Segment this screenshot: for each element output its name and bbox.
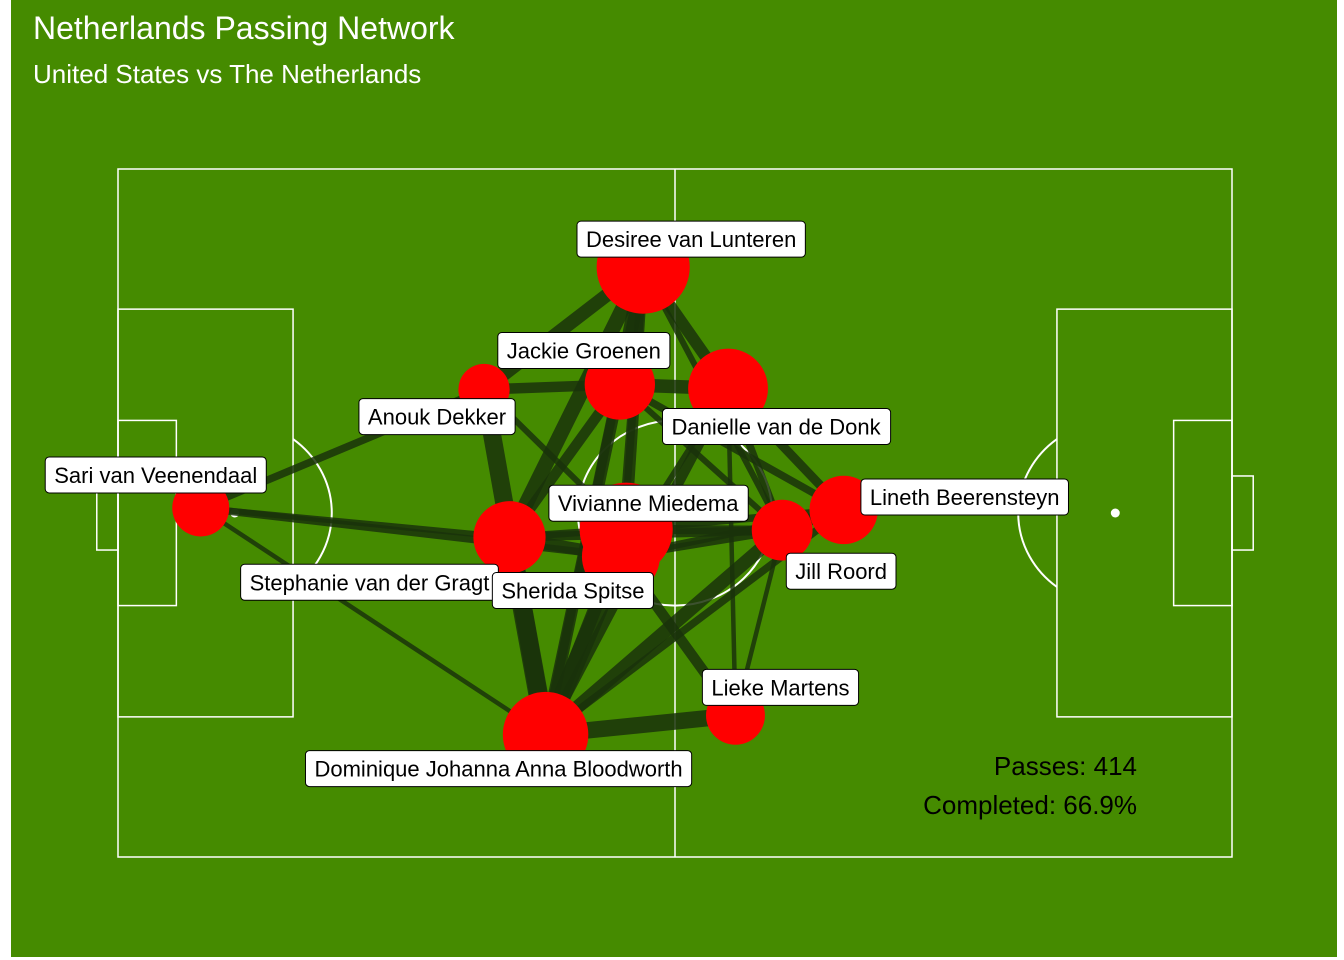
completed-stat: Completed: 66.9%: [923, 790, 1137, 820]
label-box: [548, 484, 749, 522]
label-box: [576, 220, 806, 258]
label-box: [661, 408, 892, 446]
label-box: [785, 552, 897, 590]
player-label: Vivianne Miedema: [548, 484, 749, 522]
chart-subtitle: United States vs The Netherlands: [33, 59, 422, 89]
player-node: [751, 499, 813, 561]
player-name: Anouk Dekker: [368, 405, 506, 430]
chart-title: Netherlands Passing Network: [33, 10, 455, 46]
left-six-yard-box: [117, 419, 178, 607]
player-label: Lineth Beerensteyn: [860, 478, 1069, 516]
label-box: [304, 750, 693, 788]
player-name: Danielle van de Donk: [671, 415, 881, 440]
player-name: Dominique Johanna Anna Bloodworth: [314, 757, 682, 782]
pass-edge: [199, 506, 547, 737]
pass-edge: [617, 382, 785, 533]
player-label: Lieke Martens: [701, 668, 860, 706]
player-label: Desiree van Lunteren: [576, 220, 806, 258]
right-penalty-area: [1056, 308, 1233, 718]
pass-edge: [502, 263, 650, 541]
player-name: Stephanie van der Gragt: [250, 570, 490, 595]
player-label: Sari van Veenendaal: [44, 456, 267, 494]
label-box: [491, 572, 654, 610]
label-box: [44, 456, 267, 494]
label-box: [358, 398, 516, 436]
right-penalty-spot: [1110, 508, 1120, 518]
pitch: [96, 168, 1254, 858]
player-name: Jackie Groenen: [507, 339, 661, 364]
player-label: Jackie Groenen: [497, 332, 671, 370]
player-name: Vivianne Miedema: [558, 491, 739, 516]
player-label: Stephanie van der Gragt: [240, 563, 499, 601]
player-name: Lineth Beerensteyn: [870, 485, 1060, 510]
pass-edge: [617, 381, 846, 514]
label-box: [860, 478, 1069, 516]
player-label: Jill Roord: [785, 552, 897, 590]
passes-stat: Passes: 414: [994, 751, 1137, 781]
pass-edge: [200, 504, 510, 541]
label-box: [497, 332, 671, 370]
player-name: Sherida Spitse: [501, 579, 644, 604]
player-node: [172, 479, 230, 537]
right-six-yard-box: [1172, 419, 1233, 607]
player-label: Danielle van de Donk: [661, 408, 892, 446]
player-label: Dominique Johanna Anna Bloodworth: [304, 750, 693, 788]
right-goal: [1231, 475, 1254, 551]
player-name: Jill Roord: [795, 559, 887, 584]
label-box: [701, 668, 860, 706]
player-name: Desiree van Lunteren: [586, 227, 796, 252]
player-name: Sari van Veenendaal: [54, 463, 257, 488]
player-name: Lieke Martens: [711, 675, 849, 700]
player-node: [473, 501, 546, 574]
player-label: Anouk Dekker: [358, 398, 516, 436]
player-label: Sherida Spitse: [491, 572, 654, 610]
